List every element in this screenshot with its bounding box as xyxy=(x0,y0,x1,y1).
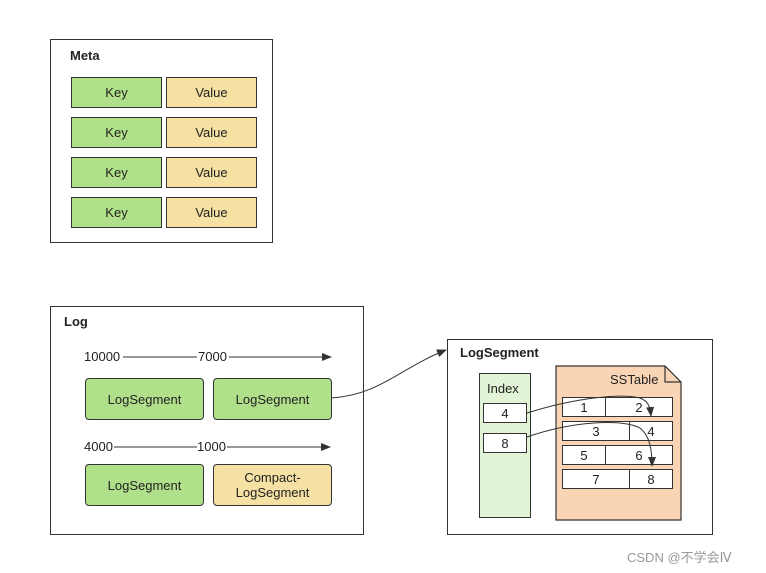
index-label: Index xyxy=(487,381,519,396)
meta-value-4: Value xyxy=(166,197,257,228)
meta-value-2: Value xyxy=(166,117,257,148)
log-segment-2: LogSegment xyxy=(213,378,332,420)
log-segment-1: LogSegment xyxy=(85,378,204,420)
sstable-cell-4-2: 8 xyxy=(629,469,673,489)
sstable-cell-1-1: 1 xyxy=(562,397,606,417)
meta-key-4: Key xyxy=(71,197,162,228)
log-segment-3: LogSegment xyxy=(85,464,204,506)
sstable-cell-4-1: 7 xyxy=(562,469,630,489)
sstable-cell-1-2: 2 xyxy=(605,397,673,417)
index-entry-1: 4 xyxy=(483,403,527,423)
sstable-cell-3-1: 5 xyxy=(562,445,606,465)
meta-key-3: Key xyxy=(71,157,162,188)
meta-key-2: Key xyxy=(71,117,162,148)
sstable-label: SSTable xyxy=(610,372,659,387)
meta-key-1: Key xyxy=(71,77,162,108)
sstable-cell-2-2: 4 xyxy=(629,421,673,441)
sstable-cell-2-1: 3 xyxy=(562,421,630,441)
compact-log-segment: Compact- LogSegment xyxy=(213,464,332,506)
log-row2-start-label: 4000 xyxy=(84,439,113,454)
sstable-cell-3-2: 6 xyxy=(605,445,673,465)
meta-panel: Meta Key Value Key Value Key Value Key V… xyxy=(50,39,273,243)
meta-title: Meta xyxy=(70,48,100,63)
log-row1-end-label: 7000 xyxy=(198,349,227,364)
meta-value-1: Value xyxy=(166,77,257,108)
meta-value-3: Value xyxy=(166,157,257,188)
log-panel: Log LogSegment LogSegment LogSegment Com… xyxy=(50,306,364,535)
log-row2-end-label: 1000 xyxy=(197,439,226,454)
watermark-text: CSDN @不学会Ⅳ xyxy=(627,550,732,565)
logsegment-title: LogSegment xyxy=(460,345,539,360)
index-entry-2: 8 xyxy=(483,433,527,453)
log-row1-start-label: 10000 xyxy=(84,349,121,364)
log-title: Log xyxy=(64,314,88,329)
